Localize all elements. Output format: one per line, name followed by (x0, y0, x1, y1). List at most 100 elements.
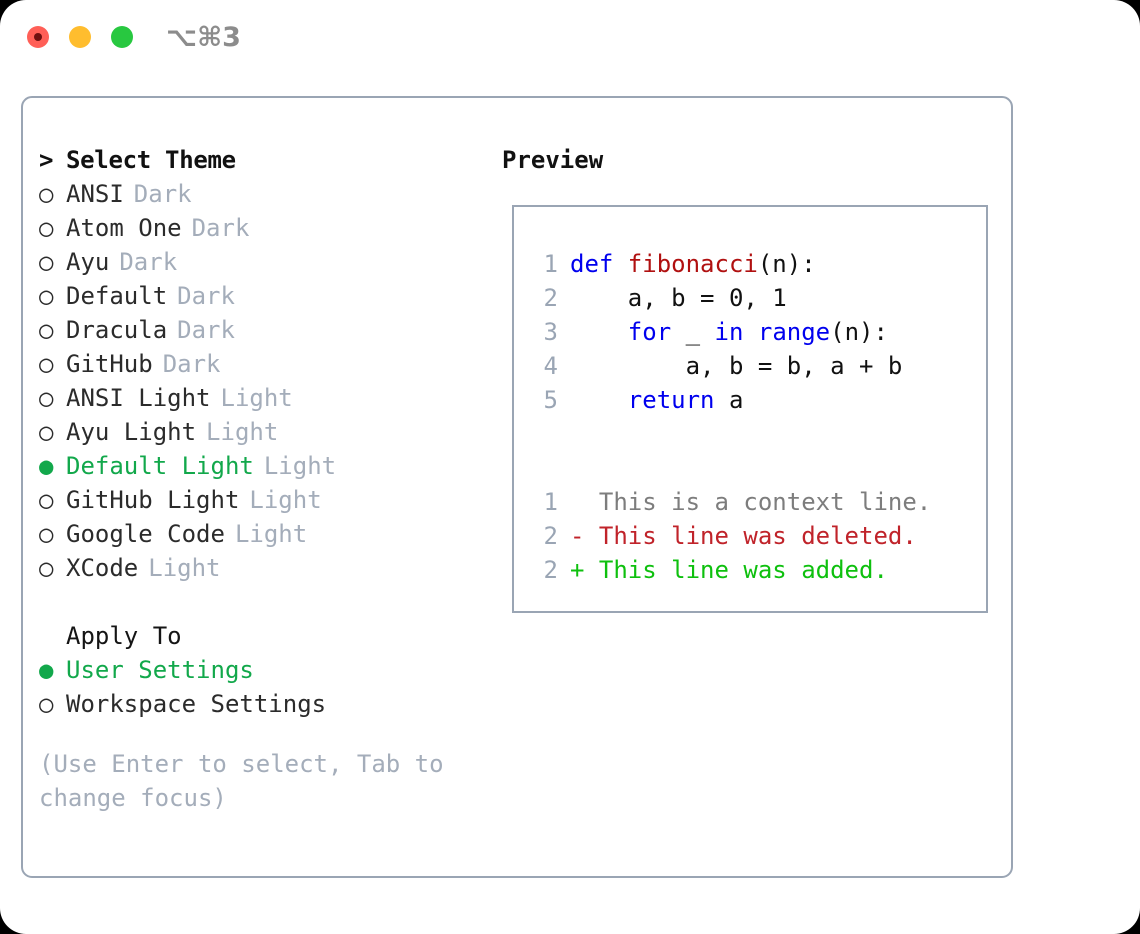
theme-name-label: Google Code (66, 520, 225, 548)
line-number: 3 (543, 318, 558, 346)
diff-text: This line was deleted. (584, 522, 917, 550)
theme-list-item[interactable]: ○ GitHub Dark (39, 347, 489, 381)
apply-to-item[interactable]: ○ Workspace Settings (39, 687, 489, 721)
prompt-caret-icon: > (39, 146, 54, 174)
radio-unselected-icon: ○ (39, 384, 54, 412)
code-token: a (714, 386, 744, 414)
code-token (570, 386, 628, 414)
radio-unselected-icon: ○ (39, 418, 54, 446)
radio-unselected-icon: ○ (39, 520, 54, 548)
theme-name-label: Dracula (66, 316, 168, 344)
code-line: 2 a, b = 0, 1 (528, 281, 980, 315)
code-sample: 1 def fibonacci(n): 2 a, b = 0, 1 3 for … (528, 247, 980, 587)
select-theme-title: Select Theme (66, 146, 236, 174)
theme-list-item-selected[interactable]: ● Default Light Light (39, 449, 489, 483)
code-token: a, b = b, a + b (570, 352, 903, 380)
radio-unselected-icon: ○ (39, 350, 54, 378)
line-number: 2 (543, 556, 558, 584)
theme-name-label: GitHub (66, 350, 153, 378)
theme-list-item[interactable]: ○ XCode Light (39, 551, 489, 585)
code-line: 1 def fibonacci(n): (528, 247, 980, 281)
keyboard-hint-text: (Use Enter to select, Tab to change focu… (39, 750, 444, 812)
preview-box: 1 def fibonacci(n): 2 a, b = 0, 1 3 for … (512, 205, 988, 613)
line-number: 1 (543, 488, 558, 516)
code-token (743, 318, 757, 346)
theme-name-label: ANSI (66, 180, 124, 208)
radio-unselected-icon: ○ (39, 180, 54, 208)
code-token: for (627, 318, 672, 346)
main-panel: > Select Theme ○ ANSI Dark ○ Atom One Da… (21, 96, 1013, 878)
code-line: 5 return a (528, 383, 980, 417)
radio-unselected-icon: ○ (39, 248, 54, 276)
code-token: _ (671, 318, 715, 346)
diff-sign: + (570, 556, 585, 584)
radio-selected-icon: ● (39, 656, 54, 684)
keyboard-shortcut-label: ⌥⌘3 (166, 22, 241, 53)
title-bar: ⌥⌘3 (0, 0, 1140, 78)
code-token: return (627, 386, 715, 414)
diff-text: This line was added. (584, 556, 888, 584)
code-line: 3 for _ in range(n): (528, 315, 980, 349)
diff-line-added: 2 + This line was added. (528, 553, 980, 587)
select-theme-heading: > Select Theme (39, 143, 489, 177)
diff-sign: - (570, 522, 585, 550)
radio-selected-icon: ● (39, 452, 54, 480)
radio-unselected-icon: ○ (39, 554, 54, 582)
spacer-icon: ○ (39, 619, 66, 653)
radio-unselected-icon: ○ (39, 486, 54, 514)
code-token: (n): (757, 250, 816, 278)
theme-kind-label: Dark (133, 180, 192, 208)
theme-kind-label: Dark (191, 214, 250, 242)
apply-to-label: User Settings (66, 656, 254, 684)
close-button-icon[interactable] (27, 26, 49, 48)
theme-list-item[interactable]: ○ Atom One Dark (39, 211, 489, 245)
diff-line-context: 1 This is a context line. (528, 485, 980, 519)
preview-column: Preview 1 def fibonacci(n): 2 a, b = 0, … (502, 143, 992, 613)
code-token (570, 318, 628, 346)
theme-name-label: Ayu (66, 248, 110, 276)
line-number: 5 (543, 386, 558, 414)
theme-kind-label: Light (206, 418, 279, 446)
theme-list-item[interactable]: ○ GitHub Light Light (39, 483, 489, 517)
theme-list-item[interactable]: ○ Ayu Dark (39, 245, 489, 279)
code-token: range (757, 318, 831, 346)
traffic-lights (27, 26, 133, 48)
theme-list-item[interactable]: ○ Google Code Light (39, 517, 489, 551)
theme-list-item[interactable]: ○ Dracula Dark (39, 313, 489, 347)
theme-name-label: Default (66, 282, 168, 310)
theme-kind-label: Dark (177, 316, 235, 344)
theme-list-item[interactable]: ○ Default Dark (39, 279, 489, 313)
apply-to-item-selected[interactable]: ● User Settings (39, 653, 489, 687)
code-line: 4 a, b = b, a + b (528, 349, 980, 383)
apply-to-label: Workspace Settings (66, 690, 327, 718)
code-token: def (570, 250, 628, 278)
theme-name-label: XCode (66, 554, 139, 582)
theme-list-item[interactable]: ○ Ayu Light Light (39, 415, 489, 449)
radio-unselected-icon: ○ (39, 316, 54, 344)
code-blank-line (528, 451, 980, 485)
line-number: 2 (543, 284, 558, 312)
theme-kind-label: Dark (177, 282, 235, 310)
theme-name-label: Atom One (66, 214, 182, 242)
preview-heading: Preview (502, 146, 604, 174)
theme-list-item[interactable]: ○ ANSI Dark (39, 177, 489, 211)
theme-list-item[interactable]: ○ ANSI Light Light (39, 381, 489, 415)
code-token: fibonacci (627, 250, 758, 278)
code-blank-line (528, 417, 980, 451)
radio-unselected-icon: ○ (39, 282, 54, 310)
diff-text: This is a context line. (584, 488, 932, 516)
apply-to-heading: ○ Apply To (39, 619, 489, 653)
minimize-button-icon[interactable] (69, 26, 91, 48)
code-token: (n): (830, 318, 888, 346)
theme-kind-label: Light (263, 452, 337, 480)
theme-kind-label: Dark (119, 248, 178, 276)
maximize-button-icon[interactable] (111, 26, 133, 48)
code-token: a, b = 0, 1 (570, 284, 787, 312)
theme-name-label: GitHub Light (66, 486, 240, 514)
diff-sign (570, 488, 584, 516)
theme-name-label: ANSI Light (66, 384, 211, 412)
theme-kind-label: Light (249, 486, 322, 514)
theme-name-label: Default Light (66, 452, 254, 480)
code-token: in (714, 318, 744, 346)
